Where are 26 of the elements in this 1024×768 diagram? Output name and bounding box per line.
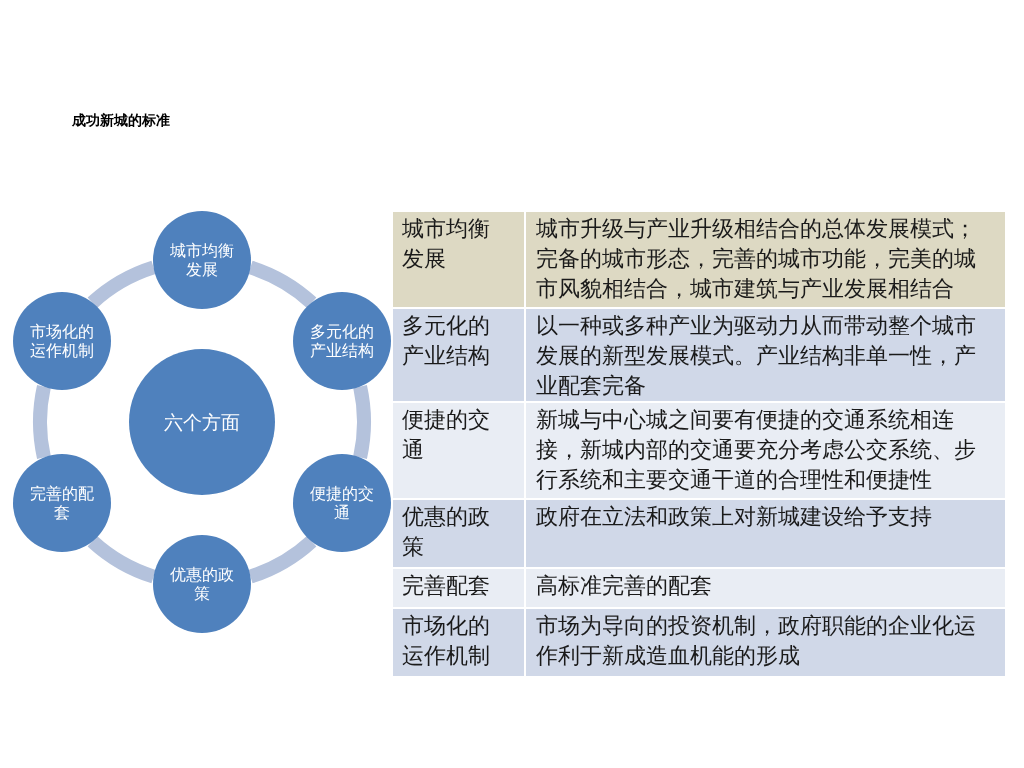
circle-node: 优惠的政策 <box>153 535 251 633</box>
row-heading-cell: 便捷的交通 <box>393 403 524 498</box>
circle-node: 市场化的运作机制 <box>12 292 111 390</box>
row-heading-cell: 城市均衡发展 <box>393 212 524 307</box>
description-cell: 政府在立法和政策上对新城建设给予支持 <box>526 500 1005 567</box>
ring-connector <box>87 260 156 309</box>
description-cell: 城市升级与产业升级相结合的总体发展模式；完备的城市形态，完善的城市功能，完美的城市风貌相结合，城市建筑与产业发展相结合 <box>526 212 1005 307</box>
ring-connector <box>353 385 371 459</box>
row-heading-cell: 完善配套 <box>393 569 524 607</box>
circle-node: 完善的配套 <box>12 454 111 552</box>
diagram-title: 成功新城的标准 <box>72 112 170 130</box>
row-heading-cell: 优惠的政策 <box>393 500 524 567</box>
circle-node: 城市均衡发展 <box>153 211 251 309</box>
ring-connector <box>248 535 317 584</box>
circle-node: 多元化的产业结构 <box>293 292 392 390</box>
ring-connector <box>248 260 317 309</box>
row-heading-cell: 市场化的运作机制 <box>393 609 524 676</box>
description-cell: 以一种或多种产业为驱动力从而带动整个城市发展的新型发展模式。产业结构非单一性，产业配套完备 <box>526 309 1005 401</box>
description-cell: 市场为导向的投资机制，政府职能的企业化运作利于新成造血机能的形成 <box>526 609 1005 676</box>
circle-node: 便捷的交通 <box>293 454 392 552</box>
ring-connector <box>87 535 156 584</box>
description-cell: 高标准完善的配套 <box>526 569 1005 607</box>
center-circle: 六个方面 <box>129 349 275 495</box>
ring-connector <box>33 385 51 459</box>
description-cell: 新城与中心城之间要有便捷的交通系统相连接，新城内部的交通要充分考虑公交系统、步行系统和主要交通干道的合理性和便捷性 <box>526 403 1005 498</box>
row-heading-cell: 多元化的产业结构 <box>393 309 524 401</box>
